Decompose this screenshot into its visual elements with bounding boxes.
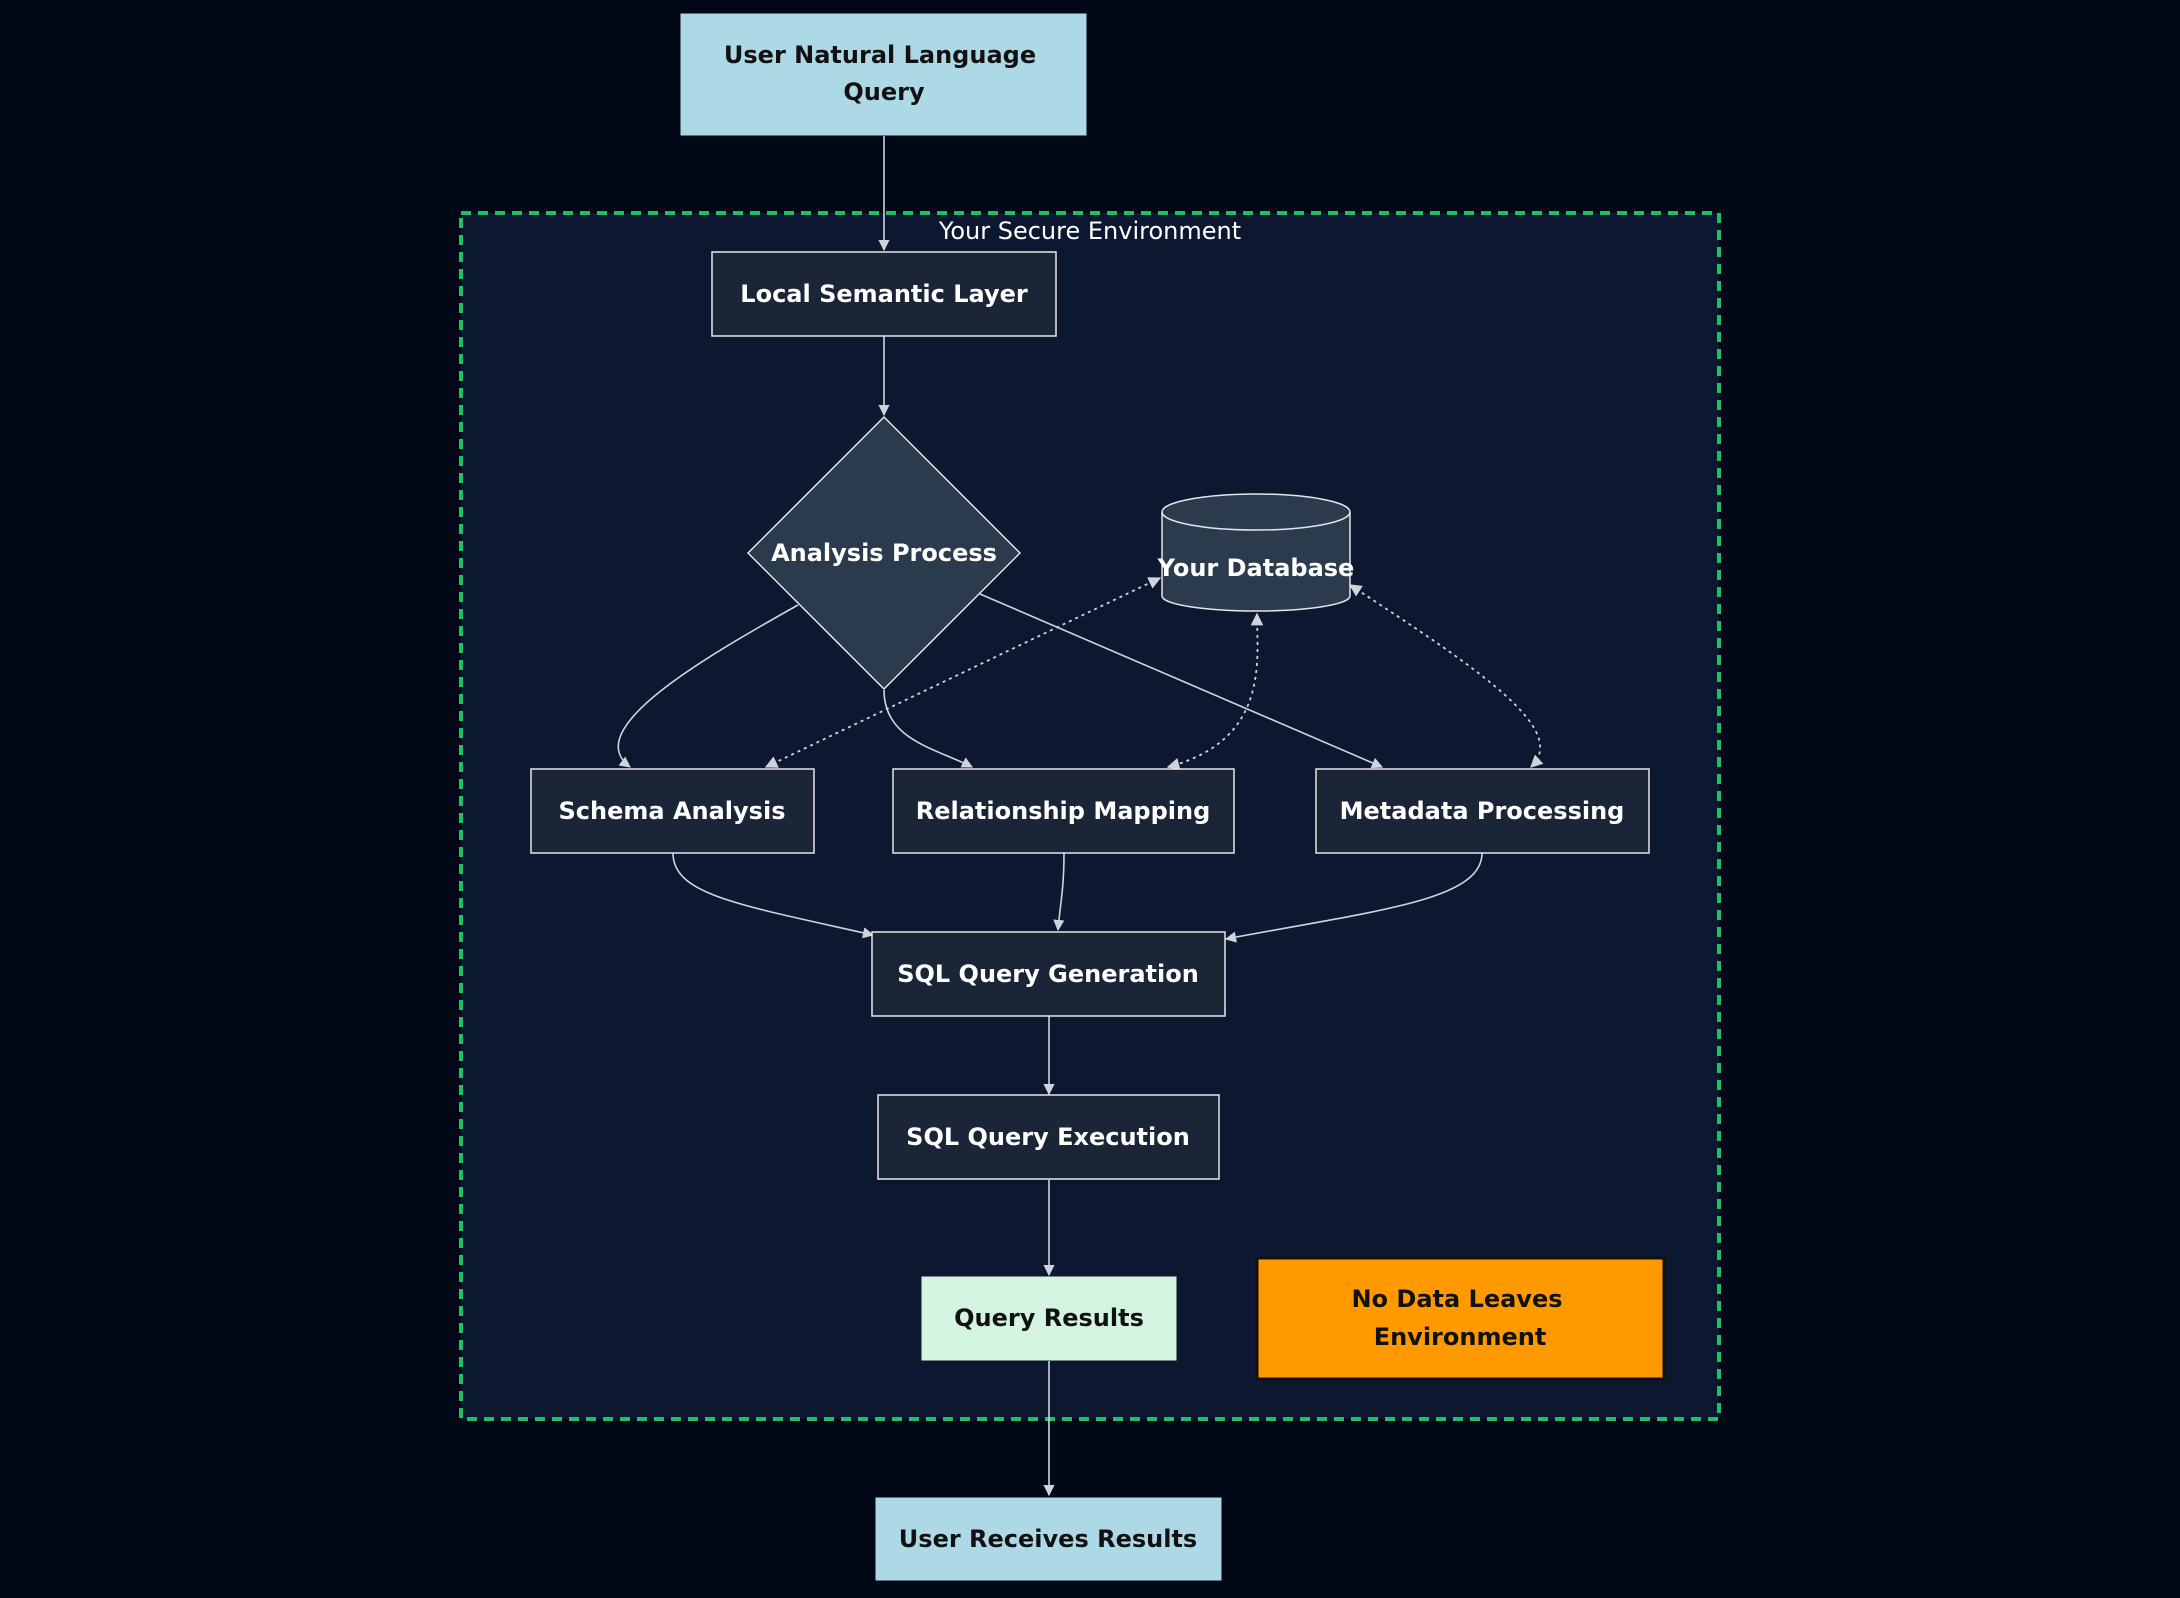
edge-metadata-to-sql-generation bbox=[1224, 852, 1483, 943]
node-schema-analysis-label: Schema Analysis bbox=[559, 797, 786, 825]
node-schema-analysis: Schema Analysis bbox=[530, 768, 815, 854]
node-no-data-leaves-line2: Environment bbox=[1374, 1323, 1547, 1351]
node-user-query: User Natural Language Query bbox=[680, 13, 1087, 136]
edge-relationship-to-sql-generation bbox=[1053, 852, 1065, 932]
edge-schema-to-sql-generation bbox=[672, 852, 875, 939]
node-analysis-process: Analysis Process bbox=[746, 415, 1022, 691]
node-query-results-label: Query Results bbox=[954, 1304, 1144, 1332]
node-no-data-leaves: No Data Leaves Environment bbox=[1255, 1256, 1666, 1381]
node-metadata-processing-label: Metadata Processing bbox=[1340, 797, 1625, 825]
node-sql-query-generation: SQL Query Generation bbox=[871, 931, 1226, 1017]
node-metadata-processing: Metadata Processing bbox=[1315, 768, 1650, 854]
node-no-data-leaves-line1: No Data Leaves bbox=[1351, 1285, 1562, 1313]
edge-database-metadata-dotted bbox=[1348, 584, 1544, 768]
node-user-query-line1: User Natural Language bbox=[724, 41, 1036, 69]
node-local-semantic-layer: Local Semantic Layer bbox=[711, 251, 1057, 337]
node-sql-query-execution-label: SQL Query Execution bbox=[906, 1123, 1190, 1151]
edge-analysis-to-schema bbox=[617, 604, 799, 768]
node-relationship-mapping-label: Relationship Mapping bbox=[916, 797, 1211, 825]
node-relationship-mapping: Relationship Mapping bbox=[892, 768, 1235, 854]
node-user-receives-results-label: User Receives Results bbox=[899, 1525, 1197, 1553]
node-sql-query-execution: SQL Query Execution bbox=[877, 1094, 1220, 1180]
node-local-semantic-layer-label: Local Semantic Layer bbox=[740, 280, 1028, 308]
database-edges bbox=[764, 577, 1544, 771]
edge-database-schema-dotted bbox=[764, 577, 1162, 768]
node-sql-query-generation-label: SQL Query Generation bbox=[897, 960, 1199, 988]
node-analysis-process-label: Analysis Process bbox=[771, 539, 997, 567]
node-your-database-label: Your Database bbox=[1157, 554, 1355, 582]
secure-environment-label: Your Secure Environment bbox=[938, 217, 1241, 245]
node-query-results: Query Results bbox=[921, 1276, 1177, 1361]
node-your-database: Your Database bbox=[1157, 493, 1355, 612]
node-user-receives-results: User Receives Results bbox=[875, 1497, 1222, 1581]
node-user-query-line2: Query bbox=[843, 78, 925, 106]
edge-database-relationship-dotted bbox=[1166, 612, 1264, 771]
